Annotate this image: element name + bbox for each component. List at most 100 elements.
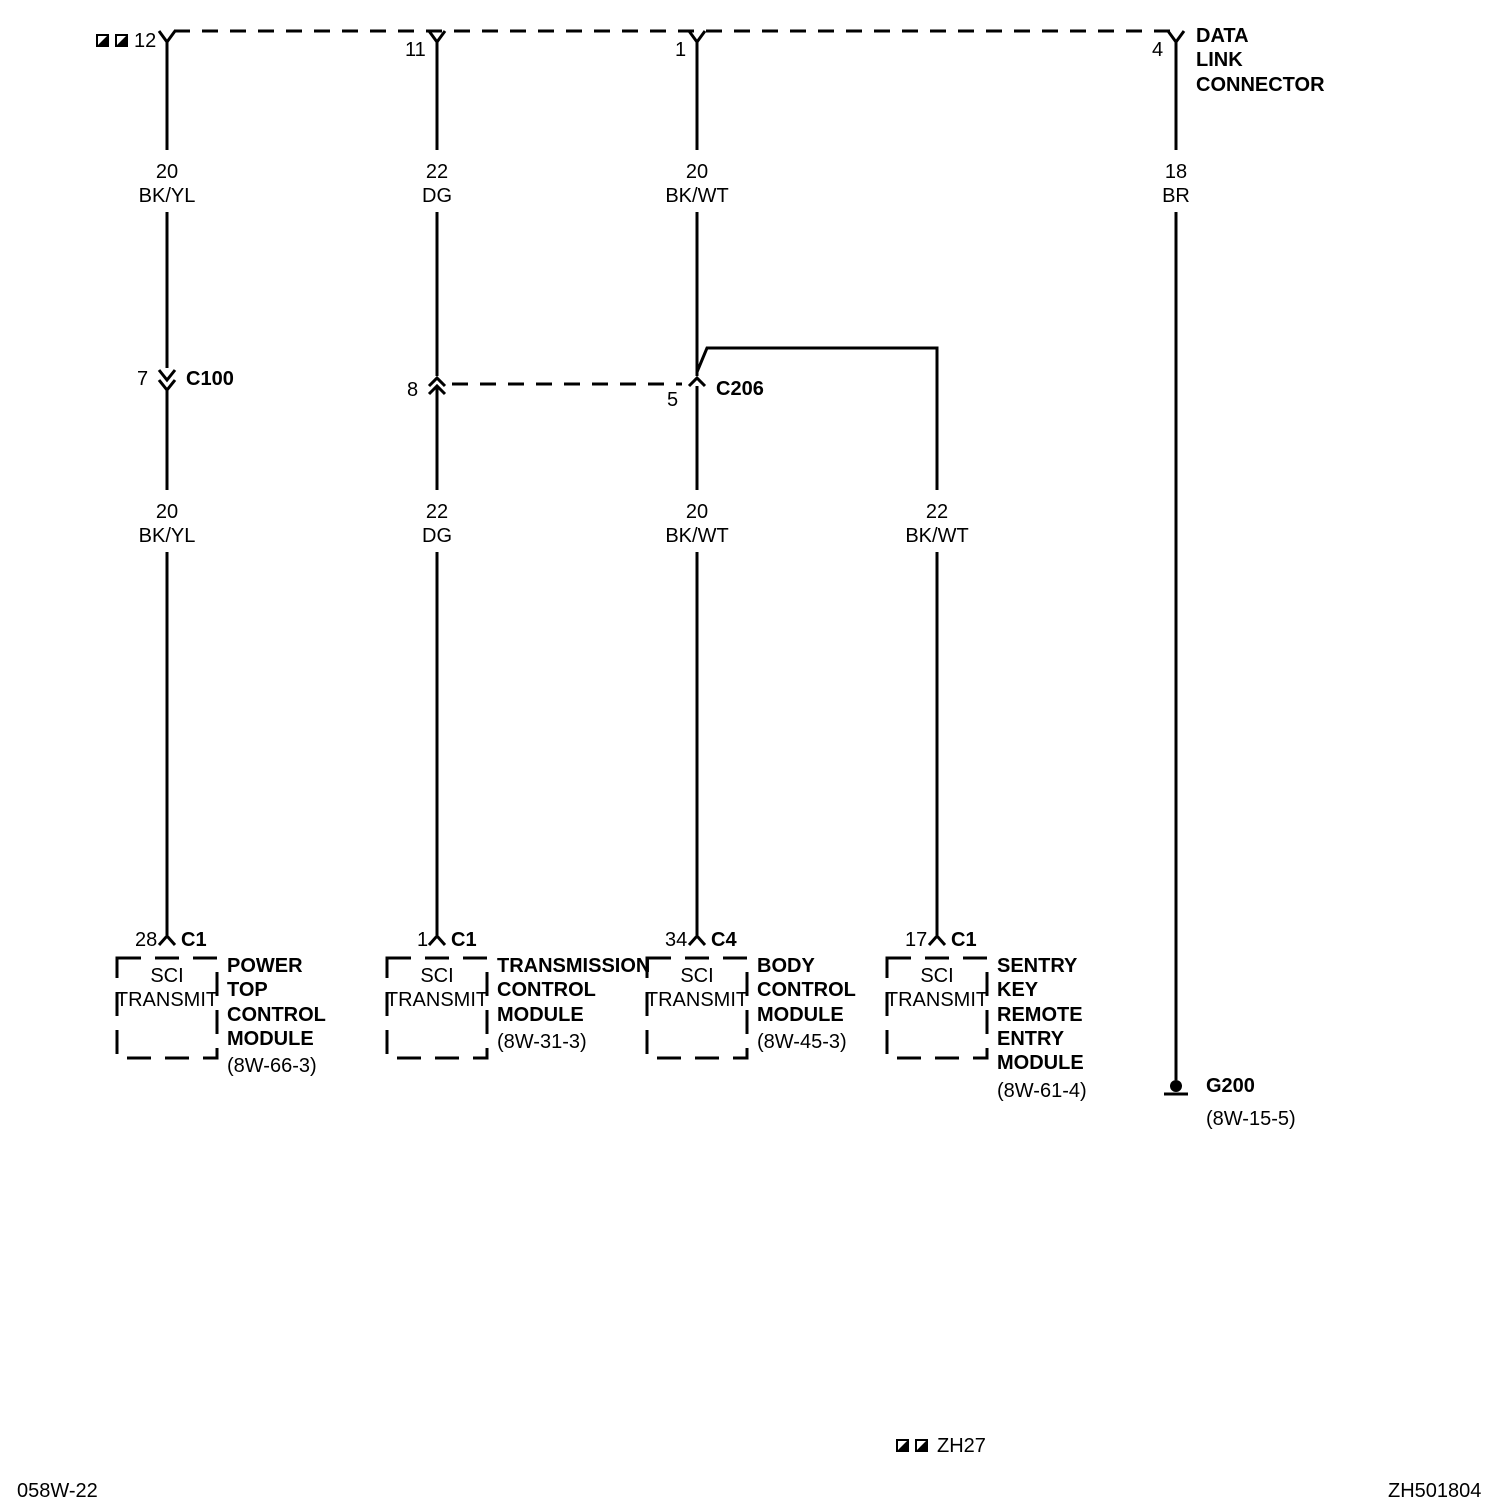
wire-label: 20 BK/WT xyxy=(665,161,728,207)
svg-text:BK/WT: BK/WT xyxy=(905,525,968,547)
module-connector: C1 xyxy=(951,929,977,951)
c206-pin-8: 8 xyxy=(407,379,418,401)
module-connector: C1 xyxy=(451,929,477,951)
svg-text:TRANSMIT: TRANSMIT xyxy=(886,989,988,1011)
module-box xyxy=(385,956,489,1060)
wire-label: 22 DG xyxy=(422,161,452,207)
module-pin: 28 xyxy=(135,929,157,951)
module-body-control: 34 C4 SCI TRANSMIT BODY CONTROL MODULE (… xyxy=(645,929,856,1060)
ground-label: G200 xyxy=(1206,1075,1255,1097)
svg-text:TRANSMIT: TRANSMIT xyxy=(116,989,218,1011)
c206-pin-5: 5 xyxy=(667,389,678,411)
svg-text:TRANSMIT: TRANSMIT xyxy=(646,989,748,1011)
connector-pin-symbol xyxy=(157,30,177,45)
module-ref: (8W-61-4) xyxy=(997,1080,1087,1102)
svg-text:BK/YL: BK/YL xyxy=(139,525,196,547)
svg-text:SCI: SCI xyxy=(420,965,453,987)
module-ref: (8W-45-3) xyxy=(757,1031,847,1053)
ground-icon xyxy=(1164,1080,1188,1096)
svg-text:BK/WT: BK/WT xyxy=(665,185,728,207)
svg-text:22: 22 xyxy=(926,501,948,523)
svg-text:22: 22 xyxy=(426,501,448,523)
svg-text:SCI: SCI xyxy=(150,965,183,987)
svg-text:18: 18 xyxy=(1165,161,1187,183)
splice-indicator-icon xyxy=(915,1439,928,1452)
svg-text:CONTROL: CONTROL xyxy=(497,979,596,1001)
svg-text:TRANSMIT: TRANSMIT xyxy=(386,989,488,1011)
svg-text:POWER: POWER xyxy=(227,955,303,977)
wire-label: 18 BR xyxy=(1162,161,1190,207)
dlc-pin-11: 11 xyxy=(405,39,426,61)
svg-text:KEY: KEY xyxy=(997,979,1039,1001)
wire-label: 22 DG xyxy=(422,501,452,547)
module-box xyxy=(885,956,989,1060)
svg-text:CONTROL: CONTROL xyxy=(757,979,856,1001)
module-pin: 34 xyxy=(665,929,687,951)
c206-label: C206 xyxy=(716,378,764,400)
splice-indicator-icon xyxy=(96,34,109,47)
svg-text:TRANSMISSION: TRANSMISSION xyxy=(497,955,650,977)
dlc-label-line2: LINK xyxy=(1196,49,1243,71)
svg-text:MODULE: MODULE xyxy=(757,1004,844,1026)
c100-pin: 7 xyxy=(137,368,148,390)
data-link-connector: 12 11 1 4 DATA LINK CONNECTOR xyxy=(96,25,1325,96)
ground-ref: (8W-15-5) xyxy=(1206,1108,1296,1130)
module-connector: C1 xyxy=(181,929,207,951)
splice-indicator-icon xyxy=(896,1439,909,1452)
svg-text:TOP: TOP xyxy=(227,979,268,1001)
svg-text:CONTROL: CONTROL xyxy=(227,1004,326,1026)
svg-text:MODULE: MODULE xyxy=(997,1052,1084,1074)
wire-label: 20 BK/WT xyxy=(665,501,728,547)
wires xyxy=(165,42,1178,1080)
module-connector: C4 xyxy=(711,929,737,951)
svg-text:DG: DG xyxy=(422,525,452,547)
connector-pin-symbol xyxy=(1166,30,1186,45)
svg-text:BR: BR xyxy=(1162,185,1190,207)
ground-g200: G200 (8W-15-5) xyxy=(1164,1075,1296,1130)
svg-text:BODY: BODY xyxy=(757,955,815,977)
svg-text:MODULE: MODULE xyxy=(227,1028,314,1050)
splice-indicator-icon xyxy=(115,34,128,47)
module-pin: 1 xyxy=(417,929,428,951)
svg-text:SENTRY: SENTRY xyxy=(997,955,1078,977)
svg-text:DG: DG xyxy=(422,185,452,207)
wire-label: 20 BK/YL xyxy=(139,161,196,207)
svg-text:MODULE: MODULE xyxy=(497,1004,584,1026)
svg-text:BK/YL: BK/YL xyxy=(139,185,196,207)
svg-text:ENTRY: ENTRY xyxy=(997,1028,1065,1050)
svg-text:SCI: SCI xyxy=(920,965,953,987)
connector-pin-symbol xyxy=(687,30,707,45)
svg-text:SCI: SCI xyxy=(680,965,713,987)
c100-label: C100 xyxy=(186,368,234,390)
connector-c206: 8 5 C206 xyxy=(407,375,764,411)
connector-pin-symbol xyxy=(427,30,447,45)
module-ref: (8W-31-3) xyxy=(497,1031,587,1053)
svg-text:20: 20 xyxy=(156,161,178,183)
module-transmission: 1 C1 SCI TRANSMIT TRANSMISSION CONTROL M… xyxy=(385,929,650,1060)
footer-center-code: ZH27 xyxy=(937,1435,986,1457)
footer: ZH27 058W-22 ZH501804 xyxy=(17,1435,1481,1502)
dlc-label-line1: DATA xyxy=(1196,25,1249,47)
svg-text:20: 20 xyxy=(156,501,178,523)
wire-labels: 20 BK/YL 22 DG 20 BK/WT 18 BR 20 BK/YL 2… xyxy=(139,161,1190,547)
module-power-top: 28 C1 SCI TRANSMIT POWER TOP CONTROL MOD… xyxy=(115,929,326,1077)
svg-text:22: 22 xyxy=(426,161,448,183)
module-box xyxy=(115,956,219,1060)
dlc-label-line3: CONNECTOR xyxy=(1196,74,1325,96)
module-sentry-key: 17 C1 SCI TRANSMIT SENTRY KEY REMOTE ENT… xyxy=(885,929,1087,1102)
footer-figure-code: ZH501804 xyxy=(1388,1480,1481,1502)
module-box xyxy=(645,956,749,1060)
wire-label: 22 BK/WT xyxy=(905,501,968,547)
dlc-pin-4: 4 xyxy=(1152,39,1163,61)
footer-page-code: 058W-22 xyxy=(17,1480,98,1502)
svg-text:20: 20 xyxy=(686,161,708,183)
svg-text:REMOTE: REMOTE xyxy=(997,1004,1083,1026)
svg-text:BK/WT: BK/WT xyxy=(665,525,728,547)
dlc-pin-12: 12 xyxy=(134,30,156,52)
module-ref: (8W-66-3) xyxy=(227,1055,317,1077)
module-pin: 17 xyxy=(905,929,927,951)
connector-c100: 7 C100 xyxy=(137,368,234,393)
dlc-pin-1: 1 xyxy=(675,39,686,61)
svg-text:20: 20 xyxy=(686,501,708,523)
